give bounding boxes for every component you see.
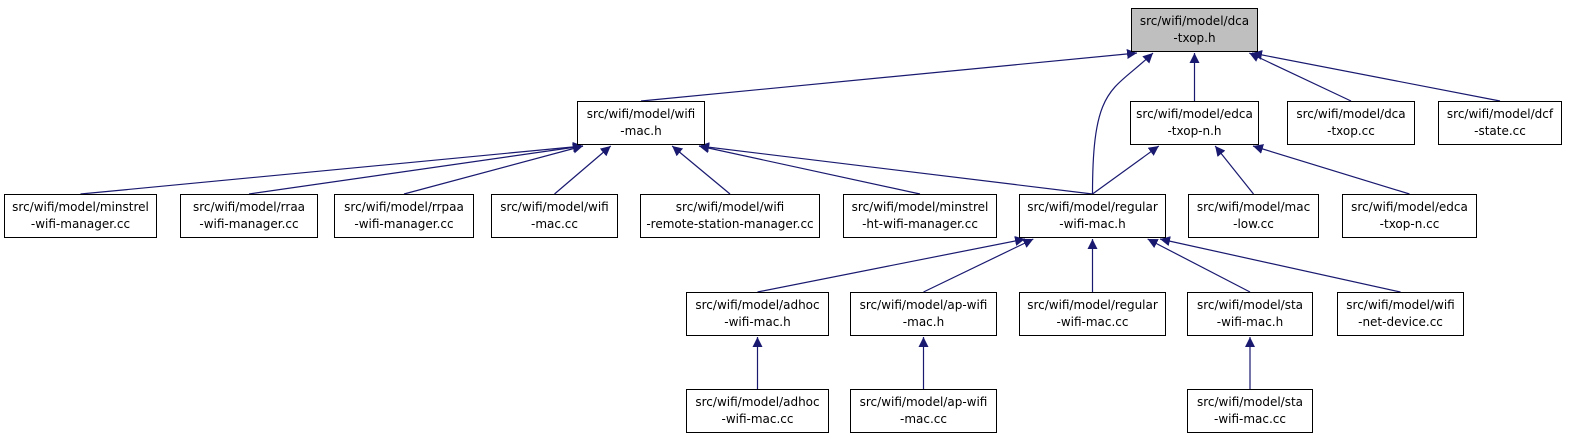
node-label-line2: -txop.cc: [1327, 124, 1375, 138]
node-label-line1: src/wifi/model/mac: [1196, 200, 1311, 214]
node-label-line2: -wifi-mac.cc: [1213, 412, 1287, 426]
edge-dca_txop_cc-to-dca_txop_h: [1249, 52, 1352, 102]
node-ap-wifi-mac-h[interactable]: src/wifi/model/ap-wifi -mac.h: [850, 292, 997, 336]
node-label-line1: src/wifi/model/dca: [1296, 107, 1406, 121]
node-label-line2: -wifi-mac.h: [724, 315, 791, 329]
node-label-line2: -wifi-manager.cc: [199, 217, 299, 231]
node-adhoc-wifi-mac-cc[interactable]: src/wifi/model/adhoc -wifi-mac.cc: [686, 389, 829, 433]
node-rraa-wifi-manager-cc[interactable]: src/wifi/model/rraa -wifi-manager.cc: [180, 194, 318, 238]
node-sta-wifi-mac-h[interactable]: src/wifi/model/sta -wifi-mac.h: [1187, 292, 1313, 336]
node-label-line2: -low.cc: [1233, 217, 1274, 231]
edge-ap_mac_h-to-regular_mac_h: [923, 238, 1034, 293]
node-label-line1: src/wifi/model/wifi: [675, 200, 785, 214]
edge-net_device_cc-to-regular_mac_h: [1159, 236, 1401, 293]
edge-regular_mac_h-to-wifi_mac_h: [698, 142, 1093, 195]
edge-regular_mac_h-to-dca_txop_h: [1091, 52, 1154, 195]
node-label-line1: src/wifi/model/dca: [1139, 14, 1250, 28]
node-wifi-mac-cc[interactable]: src/wifi/model/wifi -mac.cc: [491, 194, 618, 238]
node-wifi-net-device-cc[interactable]: src/wifi/model/wifi -net-device.cc: [1337, 292, 1464, 336]
node-sta-wifi-mac-cc[interactable]: src/wifi/model/sta -wifi-mac.cc: [1187, 389, 1313, 433]
node-label-line2: -remote-station-manager.cc: [646, 217, 814, 231]
node-edca-txop-n-h[interactable]: src/wifi/model/edca -txop-n.h: [1130, 101, 1259, 145]
edge-wifi_mac_cc-to-wifi_mac_h: [554, 145, 612, 195]
node-regular-wifi-mac-cc[interactable]: src/wifi/model/regular -wifi-mac.cc: [1019, 292, 1166, 336]
node-label-line2: -mac.h: [620, 124, 662, 138]
node-label-line2: -txop-n.h: [1167, 124, 1222, 138]
node-ap-wifi-mac-cc[interactable]: src/wifi/model/ap-wifi -mac.cc: [850, 389, 997, 433]
node-label-line2: -ht-wifi-manager.cc: [862, 217, 978, 231]
node-label-line1: src/wifi/model/sta: [1196, 298, 1304, 312]
node-label-line2: -wifi-mac.cc: [721, 412, 794, 426]
node-label-line1: src/wifi/model/regular: [1027, 200, 1158, 214]
node-label-line1: src/wifi/model/adhoc: [695, 298, 820, 312]
node-mac-low-cc[interactable]: src/wifi/model/mac -low.cc: [1188, 194, 1319, 238]
node-label-line1: src/wifi/model/ap-wifi: [859, 395, 988, 409]
node-label-line1: src/wifi/model/edca: [1136, 107, 1253, 121]
edges: [80, 48, 1501, 389]
node-label-line1: src/wifi/model/adhoc: [695, 395, 820, 409]
node-label-line1: src/wifi/model/dcf: [1446, 107, 1554, 121]
edge-dcf_state_cc-to-dca_txop_h: [1251, 49, 1501, 102]
node-label-line1: src/wifi/model/minstrel: [12, 200, 149, 214]
node-regular-wifi-mac-h[interactable]: src/wifi/model/regular -wifi-mac.h: [1019, 194, 1166, 238]
node-label-line2: -net-device.cc: [1358, 315, 1443, 329]
edge-rraa_cc-to-wifi_mac_h: [248, 142, 584, 195]
node-label-line2: -state.cc: [1474, 124, 1526, 138]
node-label-line2: -wifi-mac.h: [1059, 217, 1126, 231]
edge-rrpaa_cc-to-wifi_mac_h: [403, 143, 584, 195]
node-label-line1: src/wifi/model/rrpaa: [344, 200, 464, 214]
node-label-line2: -txop.h: [1173, 31, 1216, 45]
edge-sta_mac_h-to-regular_mac_h: [1147, 238, 1251, 293]
edge-mac_low_cc-to-edca_txop_n_h: [1214, 145, 1254, 195]
node-dca-txop-cc[interactable]: src/wifi/model/dca -txop.cc: [1287, 101, 1415, 145]
node-label-line2: -wifi-mac.h: [1216, 315, 1284, 329]
node-label-line1: src/wifi/model/edca: [1351, 200, 1468, 214]
node-remote-station-manager-cc[interactable]: src/wifi/model/wifi -remote-station-mana…: [640, 194, 820, 238]
node-label-line2: -wifi-mac.cc: [1056, 315, 1129, 329]
node-adhoc-wifi-mac-h[interactable]: src/wifi/model/adhoc -wifi-mac.h: [686, 292, 829, 336]
node-label-line1: src/wifi/model/wifi: [500, 200, 609, 214]
node-label-line2: -mac.cc: [900, 412, 947, 426]
node-label-line1: src/wifi/model/wifi: [1346, 298, 1455, 312]
node-minstrel-wifi-manager-cc[interactable]: src/wifi/model/minstrel -wifi-manager.cc: [4, 194, 157, 238]
edge-edca_txop_n_cc-to-edca_txop_n_h: [1252, 144, 1410, 195]
node-label-line2: -wifi-manager.cc: [354, 217, 454, 231]
node-dca-txop-h: src/wifi/model/dca -txop.h: [1131, 8, 1258, 52]
node-label-line1: src/wifi/model/wifi: [586, 107, 696, 121]
node-label-line1: src/wifi/model/ap-wifi: [859, 298, 988, 312]
node-minstrel-ht-wifi-manager-cc[interactable]: src/wifi/model/minstrel -ht-wifi-manager…: [843, 194, 997, 238]
node-rrpaa-wifi-manager-cc[interactable]: src/wifi/model/rrpaa -wifi-manager.cc: [334, 194, 474, 238]
node-label-line2: -mac.cc: [531, 217, 578, 231]
node-label-line2: -txop-n.cc: [1379, 217, 1440, 231]
edge-remote_station_cc-to-wifi_mac_h: [671, 145, 731, 195]
node-label-line2: -mac.h: [902, 315, 945, 329]
edge-regular_mac_h-to-edca_txop_n_h: [1092, 145, 1160, 195]
node-label-line1: src/wifi/model/regular: [1027, 298, 1158, 312]
node-label-line1: src/wifi/model/rraa: [192, 200, 306, 214]
edge-wifi_mac_h-to-dca_txop_h: [640, 48, 1138, 102]
node-label-line2: -wifi-manager.cc: [30, 217, 131, 231]
node-wifi-mac-h[interactable]: src/wifi/model/wifi -mac.h: [577, 101, 705, 145]
node-label-line1: src/wifi/model/sta: [1196, 395, 1304, 409]
edge-minstrel_cc-to-wifi_mac_h: [80, 141, 584, 195]
node-dcf-state-cc[interactable]: src/wifi/model/dcf -state.cc: [1438, 101, 1562, 145]
node-edca-txop-n-cc[interactable]: src/wifi/model/edca -txop-n.cc: [1342, 194, 1477, 238]
edge-minstrel_ht_cc-to-wifi_mac_h: [698, 143, 921, 195]
edge-adhoc_mac_h-to-regular_mac_h: [757, 236, 1026, 293]
node-label-line1: src/wifi/model/minstrel: [851, 200, 989, 214]
